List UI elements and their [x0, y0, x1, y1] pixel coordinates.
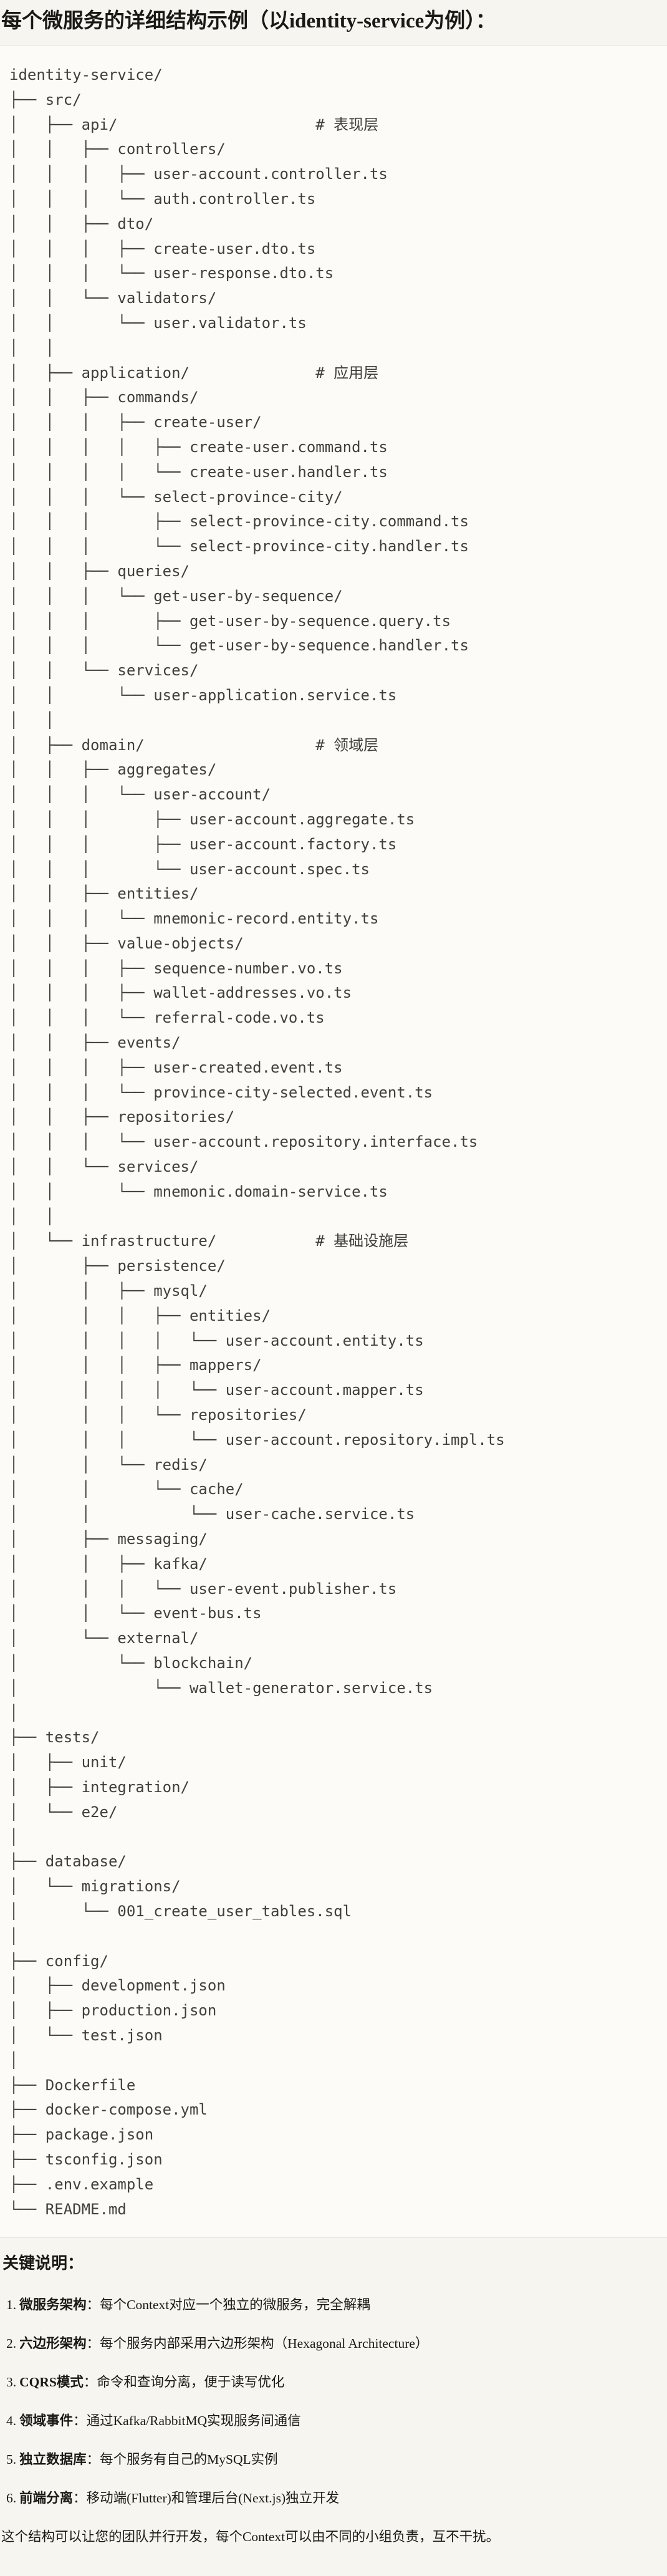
notes-title: 关键说明：	[2, 2254, 84, 2273]
note-item-6: 6.前端分离：移动端(Flutter)和管理后台(Next.js)独立开发	[6, 2489, 667, 2507]
note-label: 前端分离	[19, 2491, 74, 2506]
note-text: ：每个服务内部采用六边形架构（Hexagonal Architecture）	[86, 2336, 429, 2352]
note-label: 微服务架构	[19, 2297, 87, 2313]
note-number: 6.	[6, 2491, 17, 2506]
document-page: { "page": { "title": "每个微服务的详细结构示例（以iden…	[0, 9, 667, 2576]
note-item-2: 2.六边形架构：每个服务内部采用六边形架构（Hexagonal Architec…	[6, 2334, 667, 2353]
note-number: 2.	[6, 2336, 17, 2352]
note-number: 1.	[6, 2297, 17, 2313]
note-label: CQRS模式	[19, 2375, 84, 2390]
code-block: identity-service/ ├── src/ │ ├── api/ # …	[0, 45, 667, 2239]
note-item-1: 1.微服务架构：每个Context对应一个独立的微服务，完全解耦	[6, 2295, 667, 2314]
note-text: ：移动端(Flutter)和管理后台(Next.js)独立开发	[73, 2491, 340, 2506]
closing-paragraph: 这个结构可以让您的团队并行开发，每个Context可以由不同的小组负责，互不干扰…	[1, 2529, 500, 2545]
note-number: 4.	[6, 2413, 17, 2429]
page-title: 每个微服务的详细结构示例（以identity-service为例）：	[1, 10, 496, 32]
note-number: 3.	[6, 2375, 17, 2390]
note-label: 独立数据库	[19, 2452, 87, 2467]
directory-tree: identity-service/ ├── src/ │ ├── api/ # …	[9, 66, 505, 2218]
note-item-4: 4.领域事件：通过Kafka/RabbitMQ实现服务间通信	[6, 2411, 667, 2430]
note-number: 5.	[6, 2452, 17, 2467]
note-text: ：每个服务有自己的MySQL实例	[86, 2452, 278, 2467]
note-label: 六边形架构	[19, 2336, 87, 2352]
note-label: 领域事件	[19, 2413, 74, 2429]
note-item-3: 3.CQRS模式：命令和查询分离，便于读写优化	[6, 2373, 667, 2391]
note-text: ：每个Context对应一个独立的微服务，完全解耦	[86, 2297, 370, 2313]
note-item-5: 5.独立数据库：每个服务有自己的MySQL实例	[6, 2450, 667, 2469]
notes-list: 1.微服务架构：每个Context对应一个独立的微服务，完全解耦 2.六边形架构…	[0, 2295, 667, 2507]
note-text: ：通过Kafka/RabbitMQ实现服务间通信	[73, 2413, 301, 2429]
note-text: ：命令和查询分离，便于读写优化	[83, 2375, 285, 2390]
